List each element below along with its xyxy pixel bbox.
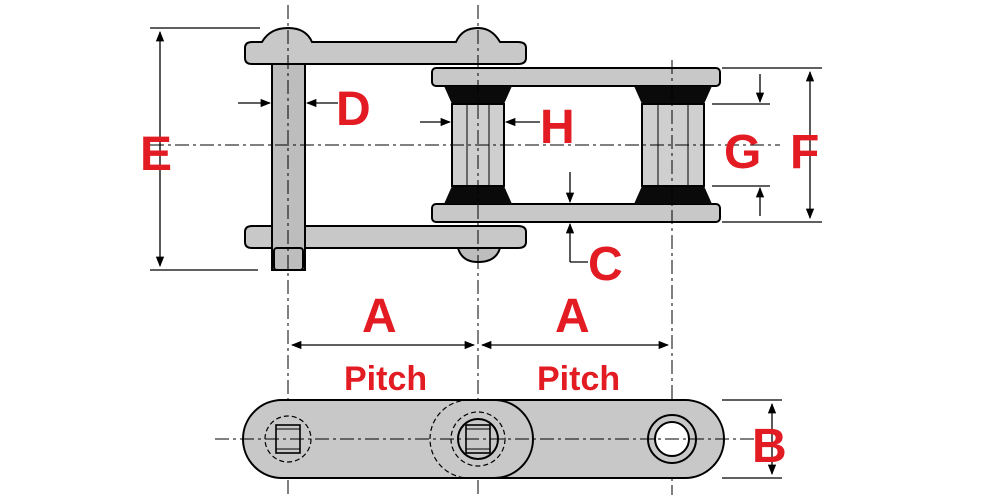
dimension-labels: E D H G F C A A Pitch Pitch B	[140, 83, 819, 473]
roller-right	[634, 86, 712, 204]
label-f: F	[790, 126, 819, 179]
label-a-right: A	[555, 290, 590, 343]
label-h: H	[540, 101, 575, 154]
pin-nut-bottom-right	[456, 247, 502, 264]
top-view	[150, 5, 822, 495]
label-pitch-left: Pitch	[344, 360, 427, 398]
side-view	[215, 399, 782, 479]
label-e: E	[140, 128, 172, 181]
inner-plate-top	[431, 67, 721, 87]
inner-plate-bottom	[431, 203, 721, 223]
label-g: G	[724, 126, 761, 179]
label-b: B	[752, 420, 787, 473]
label-d: D	[336, 83, 371, 136]
label-pitch-right: Pitch	[537, 360, 620, 398]
label-a-left: A	[362, 290, 397, 343]
outer-plate-bottom	[244, 225, 527, 249]
label-c: C	[588, 238, 623, 291]
outer-plate-top	[244, 26, 527, 65]
